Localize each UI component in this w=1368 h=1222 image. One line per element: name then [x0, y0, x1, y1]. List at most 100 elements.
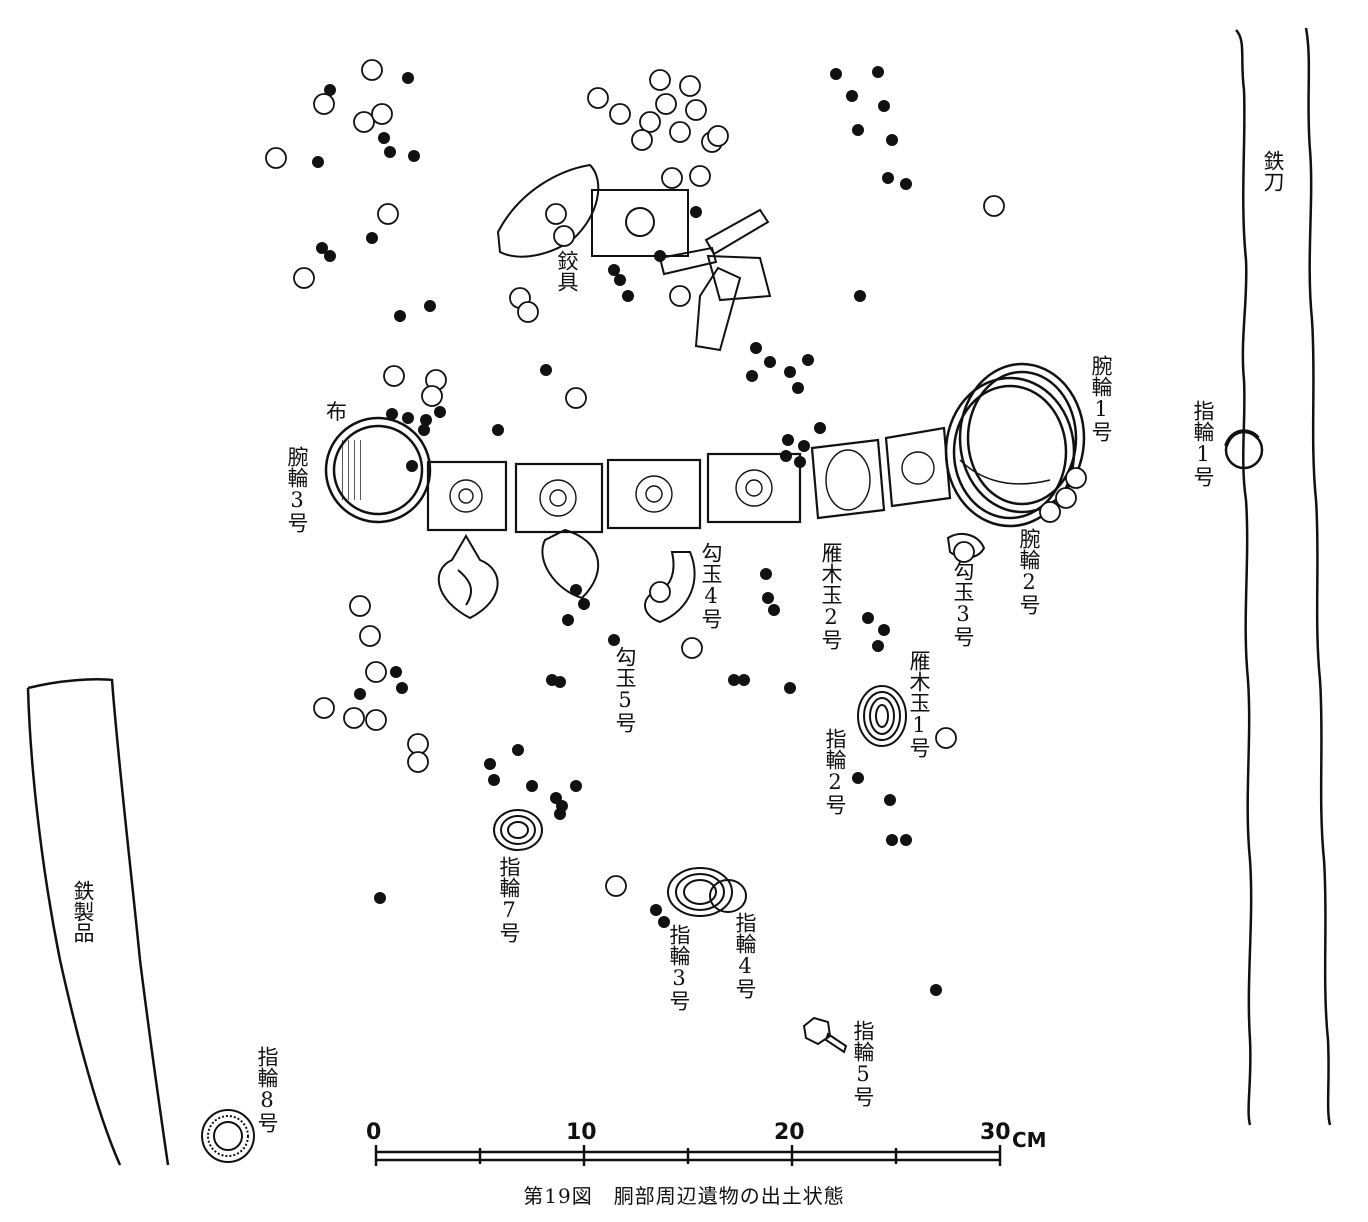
bead-light — [679, 75, 701, 97]
bead-light — [517, 301, 539, 323]
bead-dark — [554, 676, 566, 688]
bead-light — [353, 111, 375, 133]
bead-dark — [738, 674, 750, 686]
label-iron-object: 鉄製品 — [71, 880, 95, 943]
label-ring-5: 指輪5号 — [851, 1020, 875, 1107]
buckle-fittings — [496, 163, 772, 352]
bead-dark — [878, 100, 890, 112]
bead-dark — [384, 146, 396, 158]
label-ring-3: 指輪3号 — [667, 924, 691, 1011]
bead-dark — [764, 356, 776, 368]
bead-dark — [324, 250, 336, 262]
scale-tick-10: 10 — [566, 1120, 597, 1145]
bead-dark — [488, 774, 500, 786]
bead-dark — [798, 440, 810, 452]
bead-dark — [784, 682, 796, 694]
bead-dark — [578, 598, 590, 610]
bead-light — [1039, 501, 1061, 523]
bead-dark — [728, 674, 740, 686]
label-ring-1: 指輪1号 — [1191, 400, 1215, 487]
bead-light — [1055, 487, 1077, 509]
bead-dark — [852, 772, 864, 784]
bead-dark — [396, 682, 408, 694]
bead-dark — [554, 808, 566, 820]
bead-light — [661, 167, 683, 189]
belt-plaques — [426, 426, 952, 534]
label-cloth: 布 — [326, 400, 347, 424]
ring-3-4 — [667, 867, 747, 917]
bead-dark — [406, 460, 418, 472]
bead-light — [669, 121, 691, 143]
bead-dark — [658, 916, 670, 928]
bracelet-1 — [958, 362, 1086, 514]
label-bracelet-3: 腕輪3号 — [285, 446, 309, 533]
bead-dark — [814, 422, 826, 434]
bead-dark — [608, 264, 620, 276]
bead-dark — [418, 424, 430, 436]
bead-light — [553, 225, 575, 247]
bead-light — [681, 637, 703, 659]
bead-dark — [512, 744, 524, 756]
bead-dark — [316, 242, 328, 254]
bead-light — [631, 129, 653, 151]
bead-light — [649, 69, 671, 91]
bead-dark — [762, 592, 774, 604]
label-ring-8: 指輪8号 — [255, 1046, 279, 1133]
bead-dark — [780, 450, 792, 462]
bracelet-3 — [324, 416, 432, 524]
bead-dark — [424, 300, 436, 312]
bead-dark — [750, 342, 762, 354]
bead-light — [545, 203, 567, 225]
bead-dark — [622, 290, 634, 302]
bead-light — [365, 661, 387, 683]
bead-dark — [872, 640, 884, 652]
bead-light — [689, 165, 711, 187]
bead-dark — [570, 780, 582, 792]
bead-dark — [900, 178, 912, 190]
bead-dark — [540, 364, 552, 376]
bead-light — [565, 387, 587, 409]
bead-light — [609, 103, 631, 125]
bead-dark — [408, 150, 420, 162]
bead-light — [983, 195, 1005, 217]
bead-light — [421, 385, 443, 407]
ring-5 — [802, 1016, 848, 1054]
bead-dark — [882, 172, 894, 184]
label-gangi-bead-1: 雁木玉1号 — [907, 650, 931, 758]
bead-dark — [690, 206, 702, 218]
bead-dark — [760, 568, 772, 580]
bead-dark — [862, 612, 874, 624]
ring-1 — [1224, 429, 1264, 470]
bead-dark — [782, 434, 794, 446]
bead-light — [605, 875, 627, 897]
bead-dark — [434, 406, 446, 418]
bead-dark — [492, 424, 504, 436]
bead-dark — [614, 274, 626, 286]
label-bracelet-2: 腕輪2号 — [1017, 528, 1041, 615]
bead-dark — [654, 250, 666, 262]
label-bracelet-1: 腕輪1号 — [1089, 355, 1113, 442]
label-ring-7: 指輪7号 — [497, 856, 521, 943]
iron-sword — [1235, 27, 1332, 1126]
bead-dark — [390, 666, 402, 678]
ring-7 — [493, 809, 543, 851]
bead-dark — [830, 68, 842, 80]
bead-dark — [792, 382, 804, 394]
bead-dark — [878, 624, 890, 636]
bead-dark — [402, 412, 414, 424]
bead-light — [349, 595, 371, 617]
bead-light — [655, 93, 677, 115]
bead-dark — [526, 780, 538, 792]
scale-tick-0: 0 — [366, 1120, 382, 1145]
bead-dark — [854, 290, 866, 302]
bead-dark — [366, 232, 378, 244]
bead-light — [935, 727, 957, 749]
bead-dark — [354, 688, 366, 700]
bead-light — [707, 125, 729, 147]
bead-dark — [312, 156, 324, 168]
bead-dark — [886, 834, 898, 846]
scale-tick-20: 20 — [774, 1120, 805, 1145]
bead-dark — [930, 984, 942, 996]
bead-light — [313, 93, 335, 115]
bead-light — [293, 267, 315, 289]
